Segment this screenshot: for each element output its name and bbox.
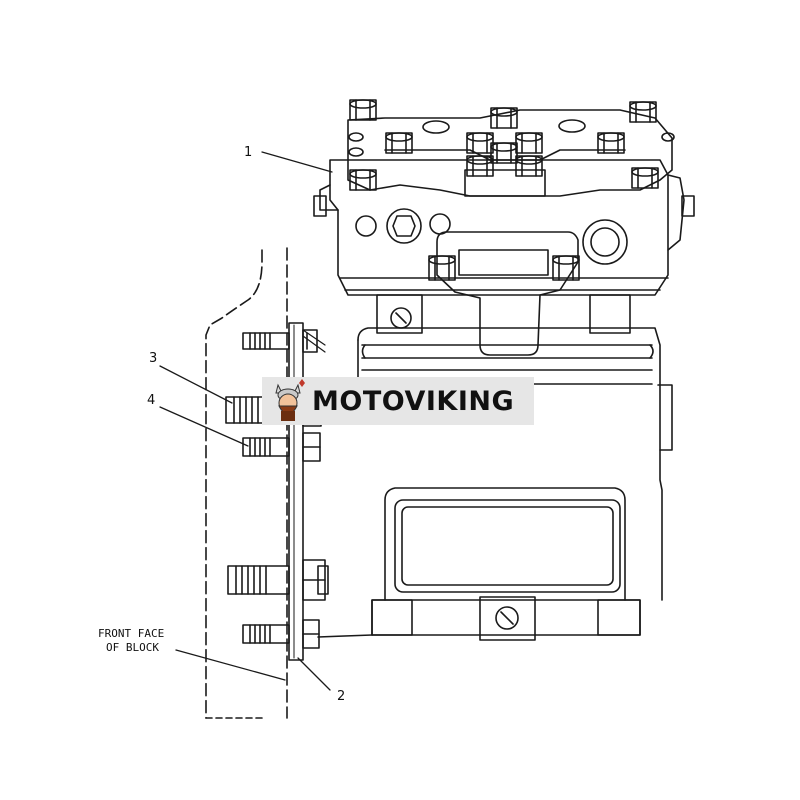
stud-top (242, 329, 318, 353)
front-face-label-line2: OF BLOCK (106, 641, 159, 654)
bolt (428, 255, 456, 281)
stud-item-4 (242, 432, 321, 462)
callout-1: 1 (244, 145, 252, 160)
bolt (349, 99, 377, 121)
leader-3 (159, 365, 233, 404)
leader-front-face (175, 649, 286, 681)
front-face-label-line1: FRONT FACE (98, 627, 164, 640)
cylinder-head (313, 109, 695, 356)
bolt (552, 255, 580, 281)
watermark-banner: MOTOVIKING (262, 377, 534, 425)
engine-block-outline (205, 247, 288, 719)
bolt (631, 167, 659, 189)
bolt (349, 169, 377, 191)
leader-2 (297, 657, 331, 691)
watermark-text: MOTOVIKING (312, 385, 515, 417)
mounting-plate (288, 322, 326, 661)
viking-mascot-icon (275, 379, 305, 421)
bolt (385, 132, 413, 154)
leader-1 (261, 151, 333, 173)
bolt (490, 107, 518, 129)
callout-4: 4 (147, 393, 155, 408)
stud-lower (227, 559, 329, 601)
bolt (597, 132, 625, 154)
leader-lines (159, 151, 333, 691)
callout-3: 3 (149, 351, 157, 366)
head-bolts (348, 99, 675, 281)
stud-bottom (242, 619, 320, 649)
bolt (515, 155, 543, 177)
bolt (490, 142, 518, 164)
callout-2: 2 (337, 689, 345, 704)
bolt (629, 101, 657, 123)
leader-4 (159, 406, 249, 447)
bolt (466, 155, 494, 177)
compressor-body (317, 327, 673, 641)
bolt (515, 132, 543, 154)
